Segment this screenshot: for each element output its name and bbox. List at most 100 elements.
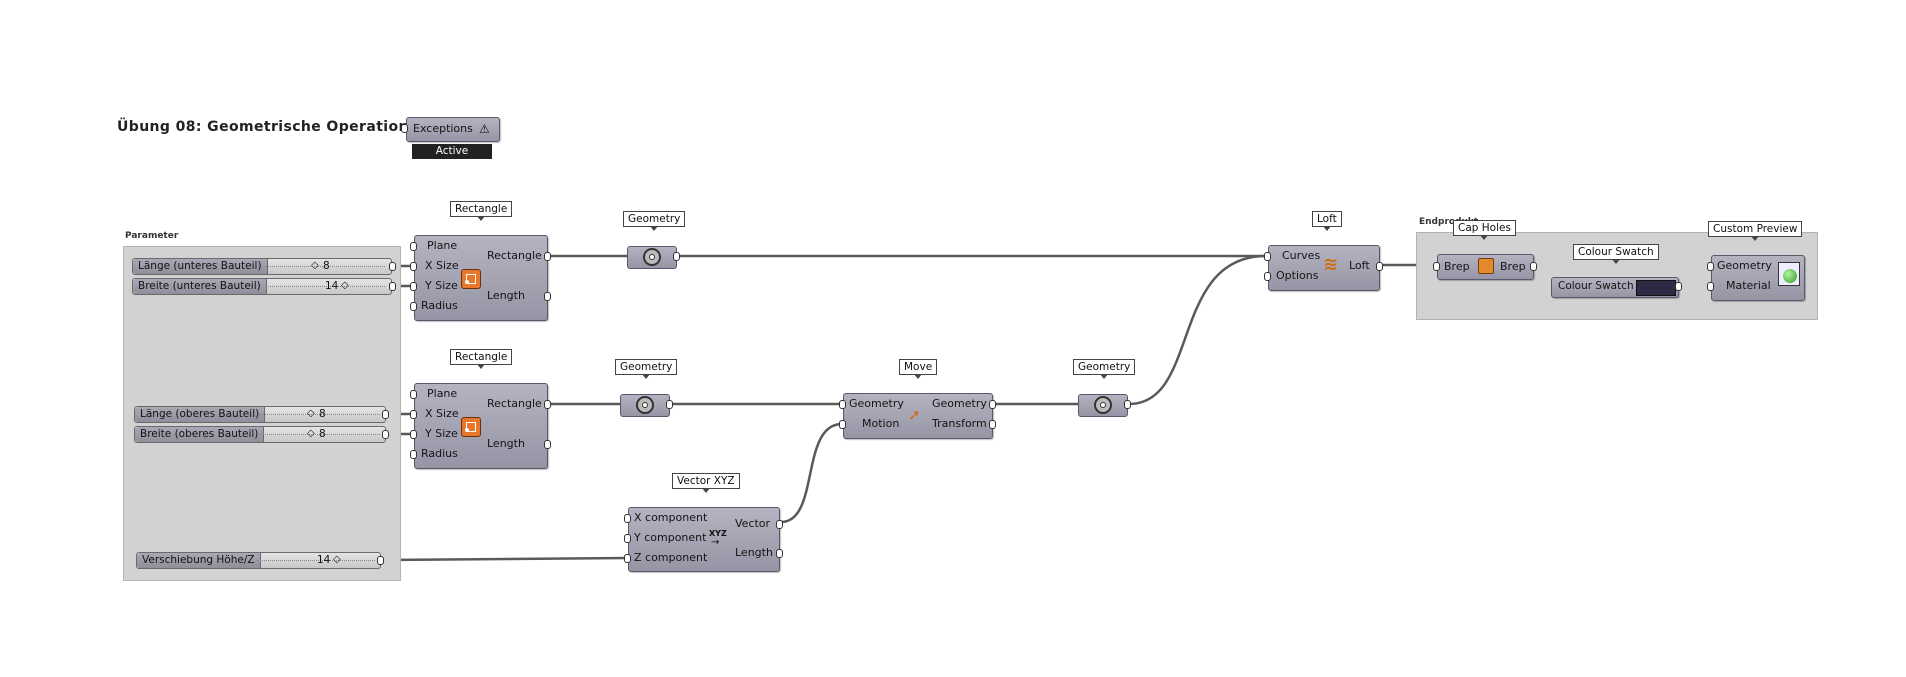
output-port[interactable] [377, 556, 384, 565]
input-port[interactable] [410, 430, 417, 439]
cap-holes-component[interactable]: Brep Brep [1437, 254, 1534, 280]
input-options: Options [1276, 269, 1319, 282]
input-port[interactable] [410, 390, 417, 399]
input-port[interactable] [1433, 262, 1440, 271]
slider-value: 14 [325, 280, 339, 292]
output-port[interactable] [544, 252, 551, 261]
output-port[interactable] [382, 430, 389, 439]
slider-handle-icon[interactable]: ◇ [307, 428, 315, 439]
loft-component[interactable]: Curves Options Loft ≋ [1268, 245, 1380, 291]
tag-rectangle-bottom: Rectangle [450, 349, 513, 369]
custom-preview-component[interactable]: Geometry Material [1711, 255, 1805, 301]
slider-laenge-oben[interactable]: Länge (oberes Bauteil) ◇ 8 [134, 406, 386, 423]
geometry-icon [643, 248, 661, 266]
output-port[interactable] [544, 440, 551, 449]
color-swatch-preview[interactable] [1636, 280, 1676, 296]
input-port[interactable] [1264, 252, 1271, 261]
input-port[interactable] [410, 242, 417, 251]
input-port[interactable] [839, 420, 846, 429]
geometry-param-1[interactable] [627, 246, 677, 269]
slider-handle-icon[interactable]: ◇ [333, 554, 341, 565]
input-plane: Plane [427, 239, 458, 252]
output-port[interactable] [544, 292, 551, 301]
output-port[interactable] [673, 252, 680, 261]
input-port[interactable] [624, 534, 631, 543]
tag-rectangle-top: Rectangle [450, 201, 513, 221]
tag-cap-holes: Cap Holes [1453, 220, 1516, 240]
input-port[interactable] [410, 262, 417, 271]
colour-swatch-component[interactable]: Colour Swatch [1551, 277, 1679, 298]
geometry-param-2[interactable] [620, 394, 670, 417]
output-port[interactable] [776, 520, 783, 529]
slider-label: Verschiebung Höhe/Z [137, 553, 261, 568]
output-port[interactable] [382, 410, 389, 419]
output-port[interactable] [1376, 262, 1383, 271]
sphere-icon [1783, 269, 1797, 283]
input-port[interactable] [410, 450, 417, 459]
tag-geometry-2: Geometry [615, 359, 678, 379]
slider-handle-icon[interactable]: ◇ [341, 280, 349, 291]
tag-geometry-1: Geometry [623, 211, 686, 231]
slider-verschiebung-z[interactable]: Verschiebung Höhe/Z 14 ◇ [136, 552, 381, 569]
input-port[interactable] [1264, 272, 1271, 281]
input-port[interactable] [410, 410, 417, 419]
geometry-icon [636, 396, 654, 414]
exceptions-component[interactable]: Exceptions ⚠ [406, 117, 500, 142]
input-y-size: Y Size [425, 279, 458, 292]
group-label-parameter: Parameter [125, 231, 179, 241]
input-radius: Radius [421, 447, 458, 460]
slider-value: 8 [319, 408, 326, 420]
output-port[interactable] [544, 400, 551, 409]
output-port[interactable] [1124, 400, 1131, 409]
output-port[interactable] [666, 400, 673, 409]
output-port[interactable] [389, 262, 396, 271]
wire [1128, 254, 1267, 406]
input-port[interactable] [401, 124, 408, 133]
output-port[interactable] [389, 282, 396, 291]
output-loft: Loft [1349, 259, 1370, 272]
input-geometry: Geometry [849, 397, 904, 410]
exceptions-label: Exceptions [413, 122, 473, 135]
input-y-component: Y component [634, 531, 707, 544]
rectangle-icon [461, 269, 481, 289]
output-port[interactable] [989, 400, 996, 409]
wire [380, 556, 630, 562]
slider-value: 14 [317, 554, 331, 566]
slider-track [257, 560, 375, 562]
geometry-param-3[interactable] [1078, 394, 1128, 417]
rectangle-component-bottom[interactable]: Plane X Size Y Size Radius Rectangle Len… [414, 383, 548, 469]
input-geometry: Geometry [1717, 259, 1772, 272]
slider-laenge-unten[interactable]: Länge (unteres Bauteil) ◇ 8 [132, 258, 392, 275]
slider-breite-oben[interactable]: Breite (oberes Bauteil) ◇ 8 [134, 426, 386, 443]
slider-breite-unten[interactable]: Breite (unteres Bauteil) 14 ◇ [132, 278, 392, 295]
group-label-endprodukt: Endprodukt [1419, 217, 1479, 227]
vector-xyz-component[interactable]: X component Y component Z component Vect… [628, 507, 780, 572]
input-port[interactable] [1707, 262, 1714, 271]
status-badge: Active [412, 144, 492, 159]
colour-swatch-label: Colour Swatch [1558, 280, 1634, 292]
slider-handle-icon[interactable]: ◇ [311, 260, 319, 271]
input-brep: Brep [1444, 260, 1470, 273]
input-port[interactable] [839, 400, 846, 409]
input-port[interactable] [624, 514, 631, 523]
move-component[interactable]: Geometry Motion Geometry Transform ➚ [843, 393, 993, 439]
input-z-component: Z component [634, 551, 708, 564]
output-port[interactable] [1530, 262, 1537, 271]
move-arrow-icon: ➚ [908, 406, 921, 424]
slider-track [260, 414, 380, 416]
input-port[interactable] [410, 282, 417, 291]
output-port[interactable] [1675, 282, 1682, 291]
input-port[interactable] [410, 302, 417, 311]
warning-icon: ⚠ [479, 122, 490, 136]
input-port[interactable] [1707, 282, 1714, 291]
slider-handle-icon[interactable]: ◇ [307, 408, 315, 419]
slider-track [265, 286, 385, 288]
rectangle-icon [461, 417, 481, 437]
input-port[interactable] [624, 554, 631, 563]
tag-loft: Loft [1312, 211, 1342, 231]
tag-colour-swatch: Colour Swatch [1573, 244, 1659, 264]
output-port[interactable] [776, 549, 783, 558]
slider-label: Länge (oberes Bauteil) [135, 407, 266, 422]
output-port[interactable] [989, 420, 996, 429]
rectangle-component-top[interactable]: Plane X Size Y Size Radius Rectangle Len… [414, 235, 548, 321]
